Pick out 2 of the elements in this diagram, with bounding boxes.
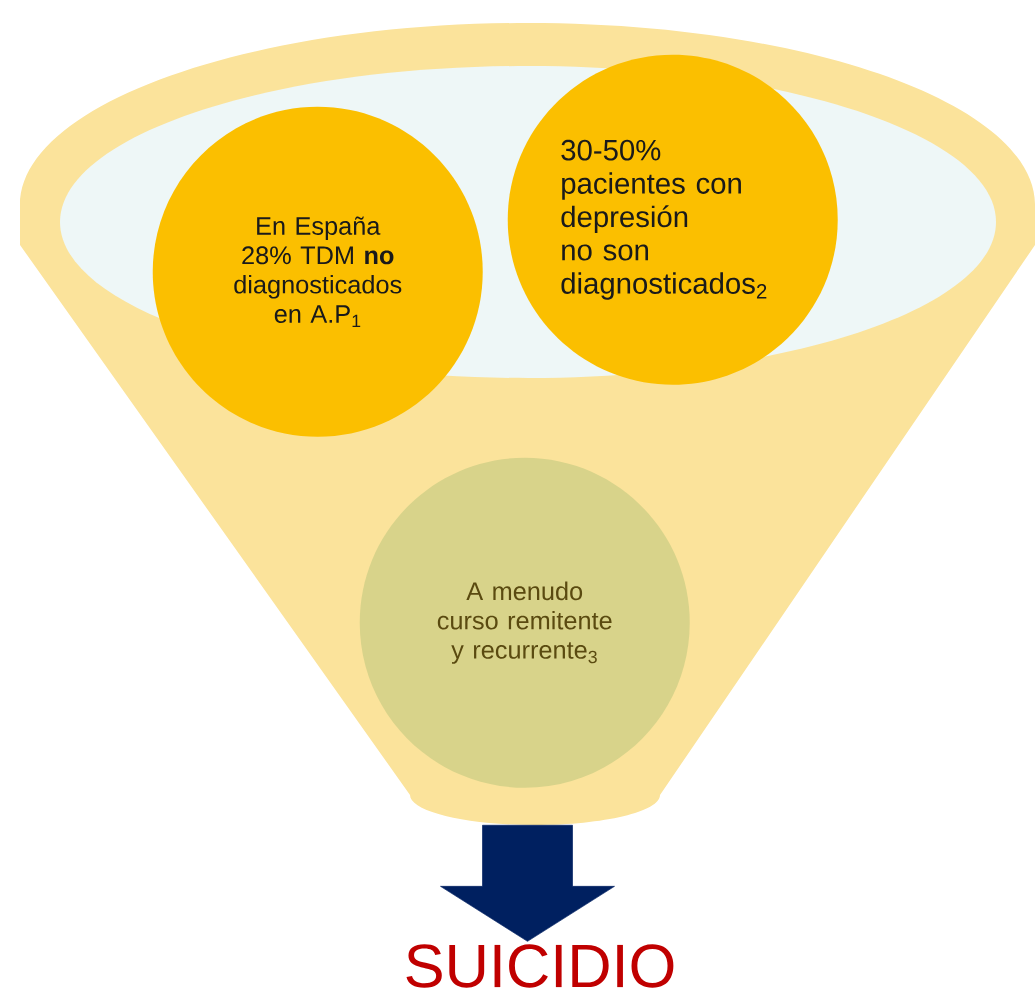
block-arrow (440, 824, 615, 942)
heading-text: SUICIDIO (406, 944, 674, 988)
